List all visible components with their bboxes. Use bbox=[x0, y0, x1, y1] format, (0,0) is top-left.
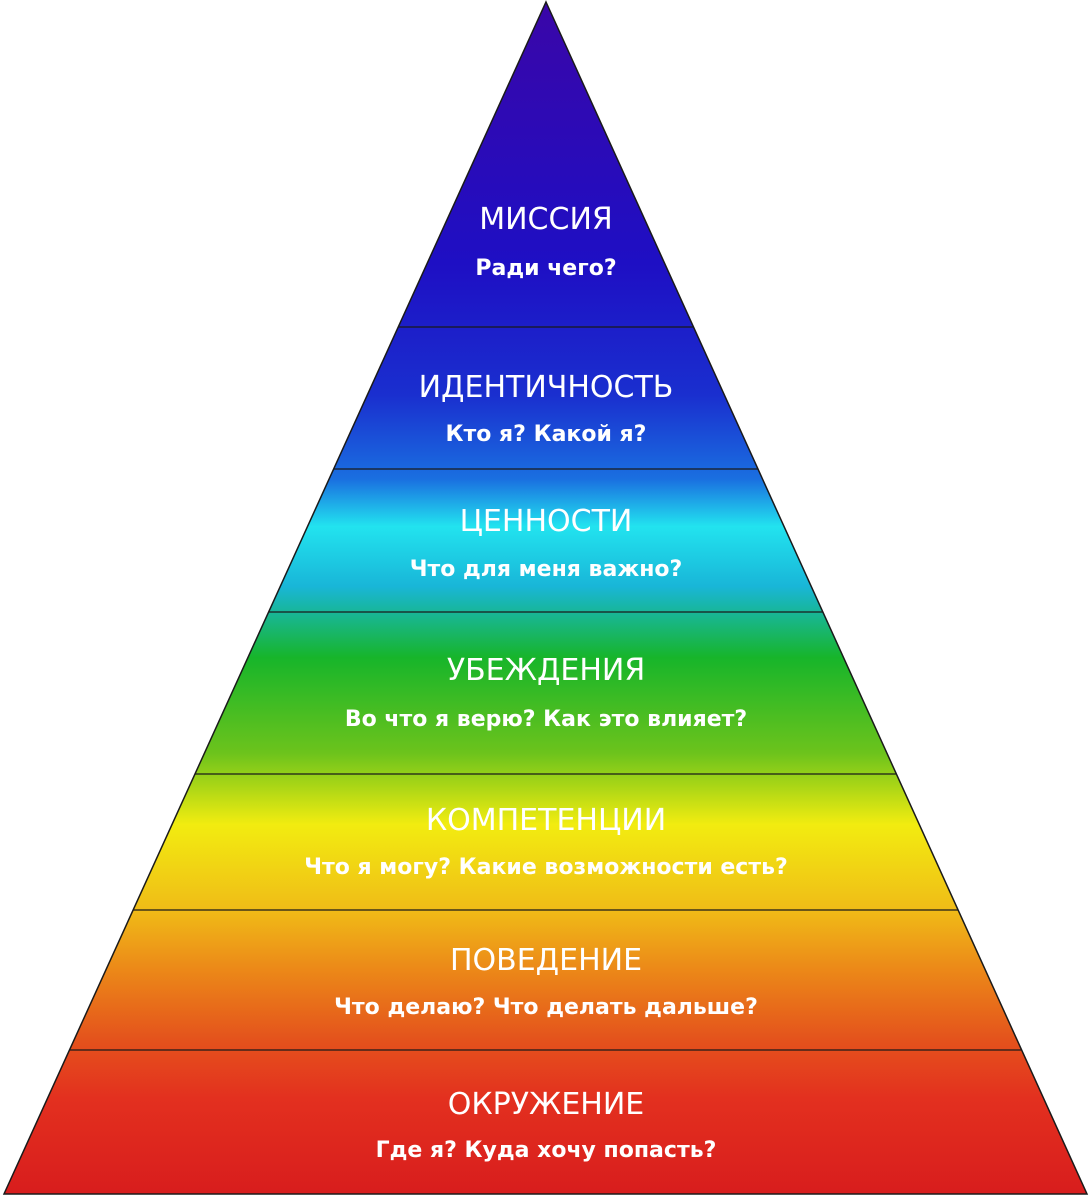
level-environment: ОКРУЖЕНИЕ Где я? Куда хочу попасть? bbox=[376, 1087, 717, 1163]
level-title-competencies: КОМПЕТЕНЦИИ bbox=[426, 803, 666, 838]
level-values: ЦЕННОСТИ Что для меня важно? bbox=[410, 504, 683, 582]
level-beliefs: УБЕЖДЕНИЯ Во что я верю? Как это влияет? bbox=[345, 653, 747, 732]
level-title-beliefs: УБЕЖДЕНИЯ bbox=[447, 653, 645, 688]
level-labels: МИССИЯ Ради чего? ИДЕНТИЧНОСТЬ Кто я? Ка… bbox=[304, 202, 788, 1163]
level-title-values: ЦЕННОСТИ bbox=[460, 504, 633, 539]
level-identity: ИДЕНТИЧНОСТЬ Кто я? Какой я? bbox=[419, 370, 674, 447]
level-subtitle-values: Что для меня важно? bbox=[410, 557, 683, 582]
level-subtitle-beliefs: Во что я верю? Как это влияет? bbox=[345, 707, 747, 732]
level-behavior: ПОВЕДЕНИЕ Что делаю? Что делать дальше? bbox=[334, 943, 758, 1020]
level-subtitle-environment: Где я? Куда хочу попасть? bbox=[376, 1138, 717, 1163]
level-title-identity: ИДЕНТИЧНОСТЬ bbox=[419, 370, 674, 405]
level-dividers bbox=[69, 326, 1022, 1051]
level-subtitle-competencies: Что я могу? Какие возможности есть? bbox=[304, 855, 788, 880]
level-title-environment: ОКРУЖЕНИЕ bbox=[448, 1087, 645, 1122]
level-subtitle-behavior: Что делаю? Что делать дальше? bbox=[334, 995, 758, 1020]
level-title-mission: МИССИЯ bbox=[479, 202, 613, 237]
level-title-behavior: ПОВЕДЕНИЕ bbox=[450, 943, 642, 978]
level-subtitle-mission: Ради чего? bbox=[475, 256, 616, 281]
level-subtitle-identity: Кто я? Какой я? bbox=[446, 422, 647, 447]
level-competencies: КОМПЕТЕНЦИИ Что я могу? Какие возможност… bbox=[304, 803, 788, 880]
level-mission: МИССИЯ Ради чего? bbox=[475, 202, 616, 281]
